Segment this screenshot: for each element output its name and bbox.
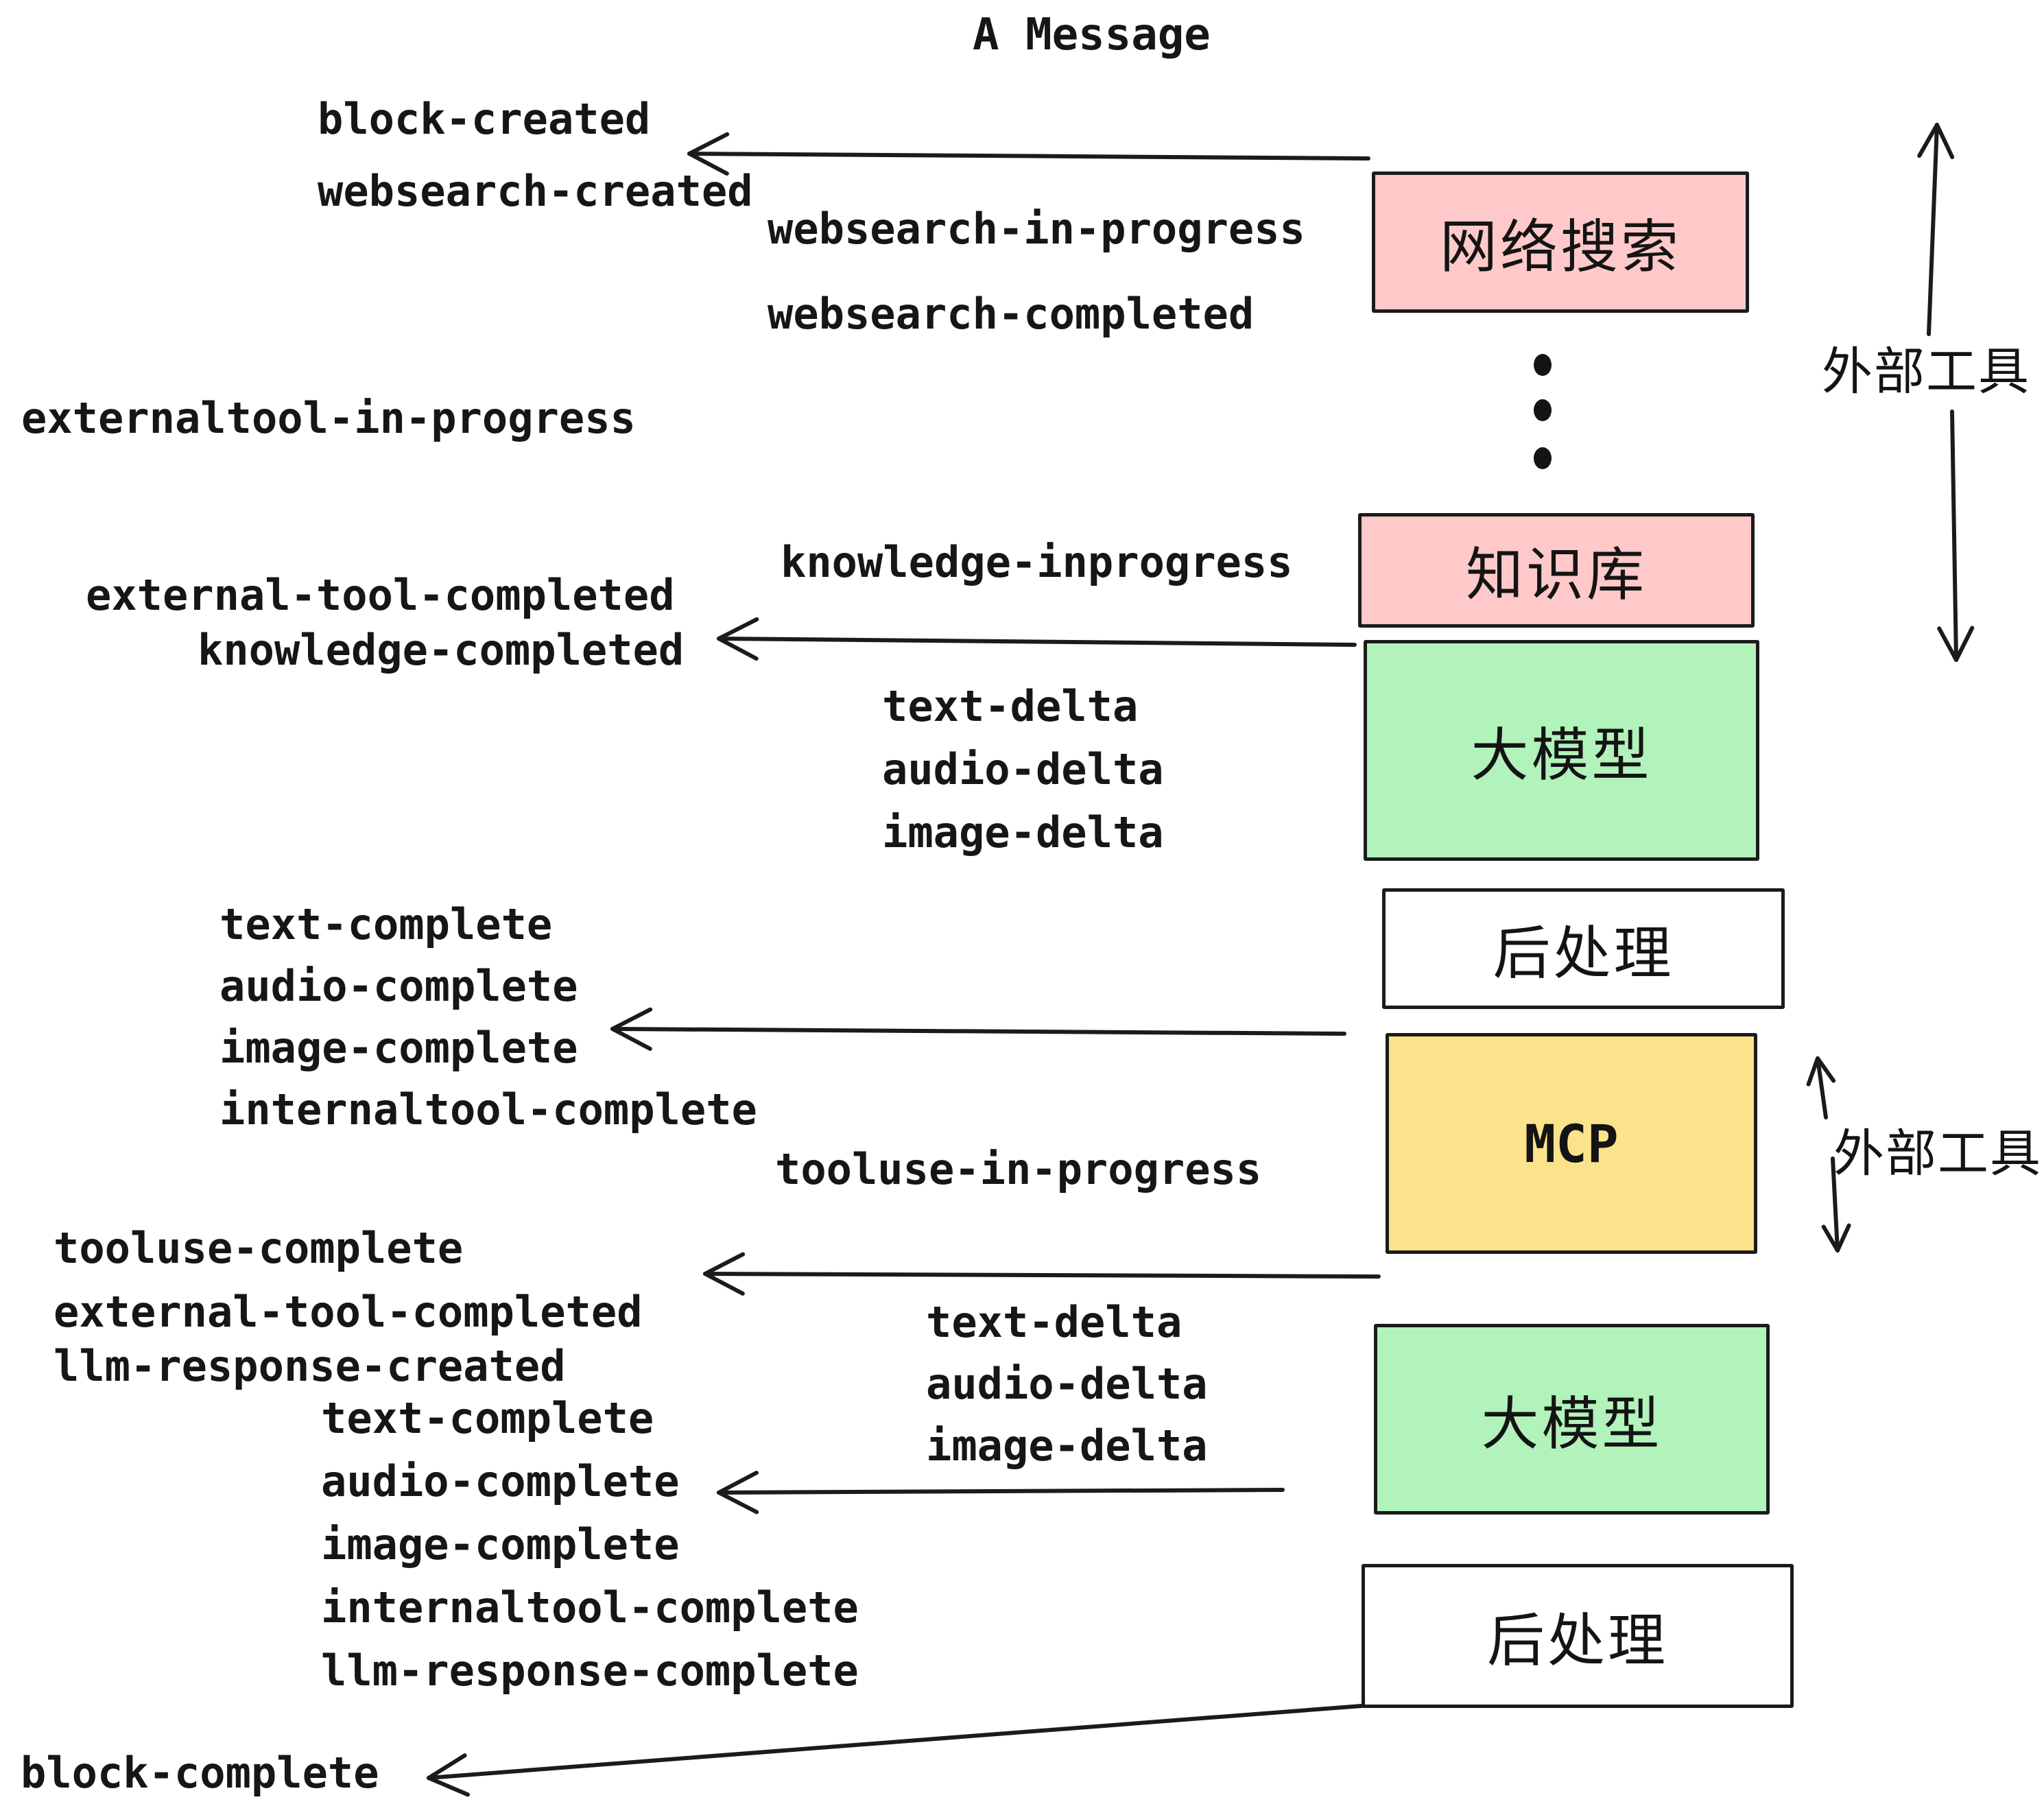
box-llm-1: 大模型 [1364,640,1759,861]
diagram-title: A Message [973,10,1211,60]
event-label-image-delta-10: image-delta [882,807,1164,857]
box-knowledge-label: 知识库 [1465,543,1647,607]
ellipsis-dot-0 [1534,354,1552,376]
event-label-block-created-0: block-created [318,94,651,144]
arrow-to-audio-complete [717,1471,1285,1515]
arrow-external-tools-down-1 [1937,410,1975,662]
event-label-knowledge-completed-7: knowledge-completed [198,625,685,675]
event-label-audio-delta-20: audio-delta [926,1359,1208,1409]
event-label-text-complete-22: text-complete [321,1393,654,1443]
box-postprocess-1-label: 后处理 [1493,921,1674,986]
event-label-internaltool-complete-25: internaltool-complete [321,1582,859,1633]
event-label-image-delta-21: image-delta [926,1421,1208,1471]
event-label-websearch-completed-3: websearch-completed [768,289,1255,339]
arrow-external-tools-up-2 [1806,1056,1836,1119]
event-label-audio-complete-23: audio-complete [321,1456,680,1506]
event-label-tooluse-complete-16: tooluse-complete [54,1223,464,1273]
box-websearch-label: 网络搜索 [1439,214,1681,279]
arrow-to-image-complete [610,1007,1346,1051]
box-llm-2: 大模型 [1374,1324,1770,1515]
event-label-internaltool-complete-14: internaltool-complete [219,1084,757,1135]
event-label-websearch-created-1: websearch-created [318,166,753,216]
event-label-external-tool-completed-17: external-tool-completed [54,1287,643,1337]
box-knowledge: 知识库 [1358,513,1755,628]
event-label-knowledge-inprogress-5: knowledge-inprogress [781,537,1293,587]
box-mcp: MCP [1386,1033,1757,1254]
arrow-to-block-created [687,132,1370,176]
event-label-llm-response-complete-26: llm-response-complete [321,1646,859,1696]
arrow-external-tools-up-1 [1917,123,1955,336]
event-label-externaltool-in-progress-4: externaltool-in-progress [21,393,636,443]
event-label-text-delta-8: text-delta [882,681,1139,731]
event-label-audio-delta-9: audio-delta [882,744,1164,794]
box-websearch: 网络搜索 [1372,171,1749,313]
event-label-audio-complete-12: audio-complete [219,961,578,1011]
event-label-image-complete-13: image-complete [219,1023,578,1073]
side-label-external-tools-mcp: 外部工具 [1833,1125,2042,1182]
event-label-tooluse-in-progress-15: tooluse-in-progress [775,1144,1262,1194]
arrow-to-block-complete [427,1704,1364,1797]
ellipsis-dot-1 [1534,399,1552,421]
box-postprocess-2: 后处理 [1362,1564,1794,1708]
ellipsis-dot-2 [1534,447,1552,469]
box-llm-1-label: 大模型 [1471,722,1652,787]
event-label-image-complete-24: image-complete [321,1519,680,1569]
box-postprocess-1: 后处理 [1382,888,1785,1009]
arrow-to-knowledge-completed [717,617,1357,661]
arrow-to-tooluse-complete [703,1252,1381,1296]
event-label-text-delta-19: text-delta [926,1297,1183,1347]
box-postprocess-2-label: 后处理 [1486,1608,1668,1673]
event-label-text-complete-11: text-complete [219,899,553,949]
box-llm-2-label: 大模型 [1481,1391,1663,1456]
event-label-block-complete-27: block-complete [21,1748,379,1798]
box-mcp-label: MCP [1524,1113,1619,1174]
event-label-llm-response-created-18: llm-response-created [54,1341,566,1391]
event-label-websearch-in-progress-2: websearch-in-progress [768,204,1305,254]
side-label-external-tools-top: 外部工具 [1822,343,2030,400]
event-label-external-tool-completed-6: external-tool-completed [86,570,675,620]
